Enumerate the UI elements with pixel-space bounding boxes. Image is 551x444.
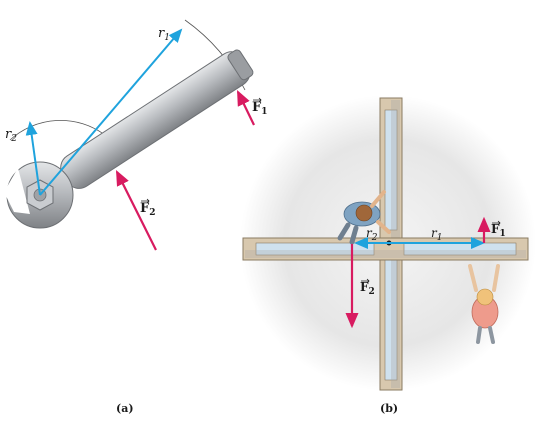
r2-arc-guide <box>9 120 106 141</box>
wrench <box>4 49 254 229</box>
panel-a-wrench-diagram: r1 r2 F1 F2 <box>4 19 268 251</box>
person-near-center <box>337 190 391 245</box>
r1-label: r1 <box>431 226 442 243</box>
svg-text:F2: F2 <box>360 280 375 297</box>
F2-arrow <box>116 170 157 251</box>
person-at-edge <box>468 264 500 344</box>
svg-text:F1: F1 <box>252 100 268 117</box>
r1-label: r1 <box>158 26 170 43</box>
svg-text:F2: F2 <box>140 201 156 218</box>
F1-arrow <box>237 90 255 126</box>
panel-b-revolving-door-diagram: r1 r2 F1 F2 <box>240 95 536 391</box>
svg-text:F1: F1 <box>491 222 506 239</box>
panel-b-caption: (b) <box>380 402 399 415</box>
r1-arrow <box>39 28 183 196</box>
panel-a-caption: (a) <box>116 402 134 415</box>
F2-label: F2 <box>140 198 156 218</box>
door-panel-horizontal <box>242 237 529 261</box>
F1-label: F1 <box>252 97 268 117</box>
r2-label: r2 <box>5 127 17 144</box>
r2-arrow <box>25 121 41 196</box>
F2-label: F2 <box>360 278 375 297</box>
F1-label: F1 <box>491 220 506 239</box>
r2-label: r2 <box>366 226 378 243</box>
